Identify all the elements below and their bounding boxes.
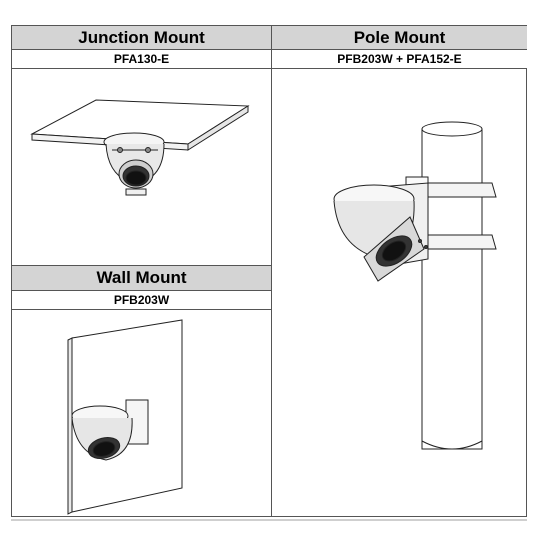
junction-mount-model: PFA130-E [12, 50, 271, 69]
wall-mount-model: PFB203W [12, 291, 271, 310]
pole-mount-model: PFB203W + PFA152-E [272, 50, 527, 69]
pole-mount-heading: Pole Mount [272, 26, 527, 50]
page-footer-rule [11, 519, 527, 521]
pole-mount-illustration [333, 121, 497, 450]
wall-mount-illustration [67, 319, 183, 515]
mount-options-table: Junction Mount PFA130-E Pole Mount PFB20… [11, 25, 527, 517]
wall-mount-heading: Wall Mount [12, 265, 271, 291]
junction-mount-heading: Junction Mount [12, 26, 271, 50]
junction-mount-illustration [30, 99, 250, 196]
column-divider [271, 26, 272, 516]
